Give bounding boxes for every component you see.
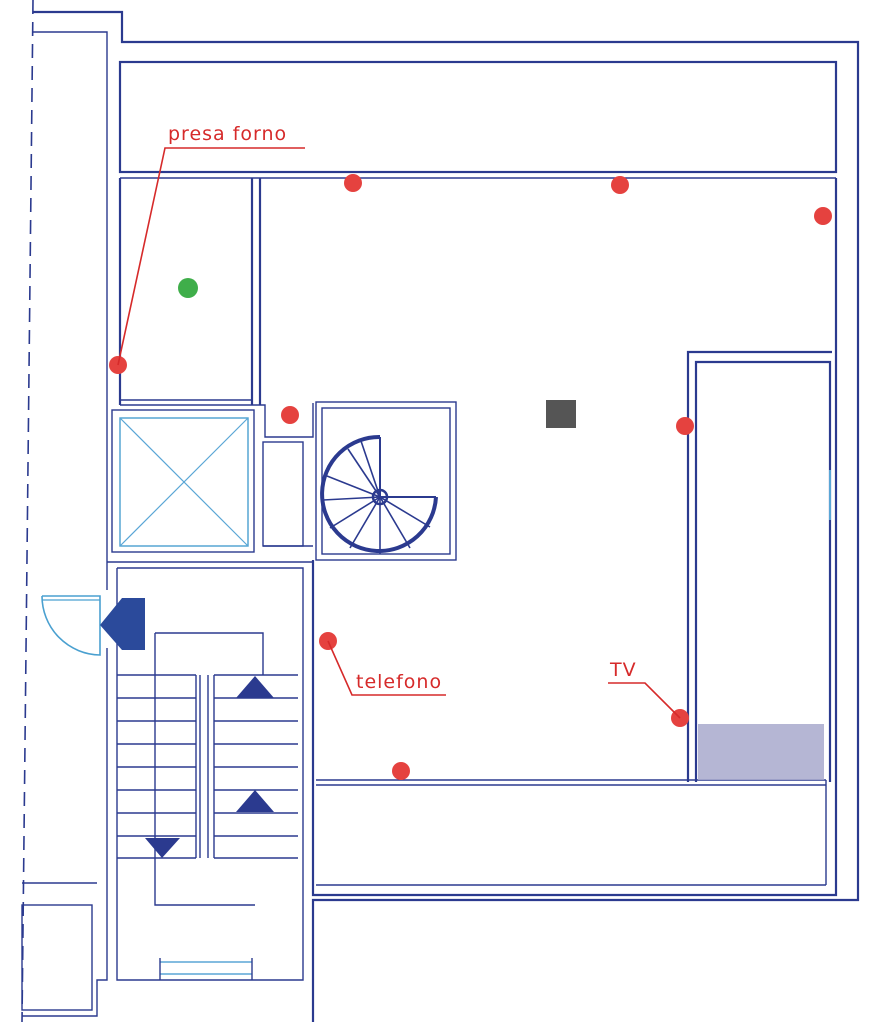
living-room xyxy=(311,178,838,897)
duct xyxy=(260,403,314,547)
outlet xyxy=(611,176,629,194)
stair-arrow-up-icon xyxy=(236,676,274,698)
right-room xyxy=(686,350,832,782)
oven-outlet-leader xyxy=(117,147,305,366)
shaft xyxy=(111,409,255,553)
stair-arrow-down-icon xyxy=(145,838,180,858)
floor-fixture xyxy=(546,400,576,428)
balcony-top xyxy=(118,60,838,179)
spiral-stair xyxy=(315,401,457,561)
phone-label: telefono xyxy=(356,671,442,693)
hatched-area xyxy=(698,724,824,780)
bottom-window xyxy=(159,958,253,980)
entrance-arrow-icon xyxy=(100,598,145,650)
entrance-door xyxy=(41,595,145,656)
oven-outlet-label: presa forno xyxy=(168,123,287,145)
outlets xyxy=(109,174,832,780)
stair-hall xyxy=(107,561,314,981)
outlet xyxy=(676,417,694,435)
outlet xyxy=(344,174,362,192)
stair-flights xyxy=(117,674,298,859)
outer-walls xyxy=(21,10,860,1022)
outlet xyxy=(392,762,410,780)
outlet xyxy=(281,406,299,424)
phone-leader xyxy=(327,640,446,696)
dashed-boundary-line xyxy=(21,0,34,1022)
ceiling-light-point xyxy=(178,278,198,298)
tv-label: TV xyxy=(609,659,637,681)
tv-leader xyxy=(608,682,681,719)
stair-arrow-up-icon xyxy=(236,790,274,812)
outlet xyxy=(814,207,832,225)
